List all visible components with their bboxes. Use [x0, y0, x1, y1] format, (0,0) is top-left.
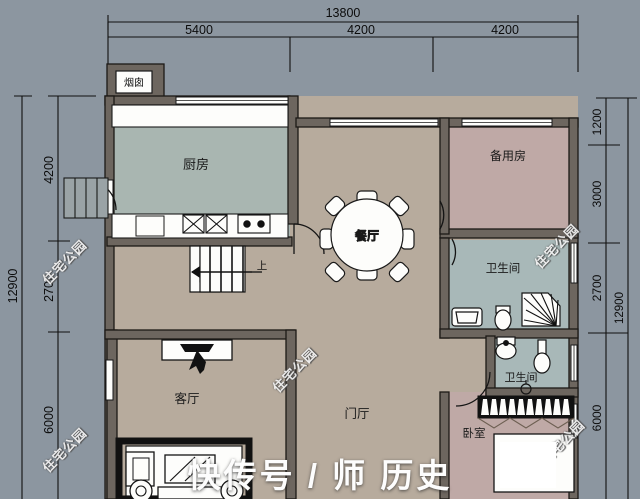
floor-spare-room [447, 127, 575, 233]
room-label-foyer: 门厅 [344, 406, 369, 421]
dim-top-seg-2: 4200 [347, 23, 375, 37]
tv-cabinet [161, 339, 233, 374]
dimension-chain-right [588, 97, 637, 499]
room-label-bedroom: 卧室 [463, 426, 486, 440]
dim-top-seg-1: 5400 [185, 23, 213, 37]
interior-staircase: 上 [189, 245, 268, 293]
sink-icon-2 [495, 336, 517, 360]
dim-top-total: 13800 [326, 6, 361, 20]
kitchen-stove-1 [182, 214, 228, 234]
exterior-stairs-left [63, 177, 109, 219]
dim-right-seg-3: 2700 [590, 274, 604, 301]
shower-fan-icon [521, 292, 561, 327]
dimension-chain-left [14, 95, 96, 499]
chimney-label: 烟囱 [124, 76, 144, 89]
stair-up-label: 上 [257, 260, 268, 272]
sofa-set [115, 437, 253, 499]
dim-right-seg-2: 3000 [590, 180, 604, 207]
dim-left-seg-3: 6000 [42, 406, 56, 434]
dim-left-seg-2: 2700 [42, 274, 56, 302]
room-label-dining: 餐厅 [355, 228, 379, 243]
room-label-bathroom-1: 卫生间 [486, 261, 521, 275]
dim-right-seg-1: 1200 [590, 108, 604, 135]
toilet-icon-1 [494, 305, 512, 331]
bathtub-icon [451, 307, 483, 327]
bathroom-1-fixtures: 卫生间 [451, 261, 561, 331]
room-label-living: 客厅 [174, 391, 199, 406]
room-label-spare-room: 备用房 [490, 148, 526, 163]
kitchen-counter [111, 104, 289, 239]
dim-right-total: 12900 [614, 292, 626, 324]
dining-table-set: 餐厅 [319, 190, 415, 283]
dim-top-seg-3: 4200 [491, 23, 519, 37]
kitchen-stove-2 [237, 214, 271, 234]
toilet-icon-2 [533, 339, 551, 374]
dim-left-total: 12900 [6, 269, 20, 304]
bedroom-wardrobe: 卧室 [463, 380, 575, 493]
room-label-kitchen: 厨房 [183, 157, 209, 173]
dim-right-seg-4: 6000 [590, 404, 604, 431]
windows [105, 96, 578, 439]
bed-icon [493, 433, 575, 493]
dim-left-seg-1: 4200 [42, 156, 56, 184]
room-label-bathroom-2: 卫生间 [505, 370, 538, 384]
bathroom-2-fixtures: 卫生间 [495, 336, 551, 384]
dimension-chain-top [107, 15, 579, 72]
chimney-symbol: 烟囱 [115, 70, 153, 94]
